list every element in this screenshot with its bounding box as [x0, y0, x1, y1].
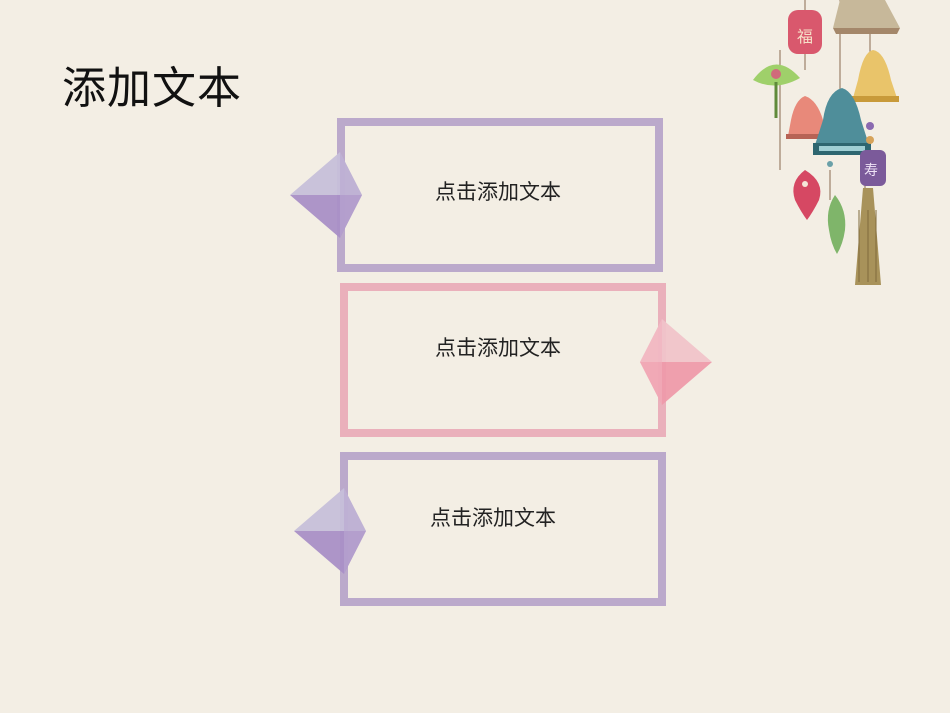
text-box-3[interactable]: 点击添加文本: [340, 452, 666, 606]
text-box-1-label[interactable]: 点击添加文本: [435, 180, 561, 204]
text-box-3-label[interactable]: 点击添加文本: [430, 506, 556, 530]
slide-title[interactable]: 添加文本: [62, 63, 242, 114]
arrow-right-diamond-icon: [640, 319, 712, 405]
arrow-left-diamond-icon: [294, 488, 366, 574]
text-box-2-label[interactable]: 点击添加文本: [435, 336, 561, 360]
svg-text:福: 福: [797, 27, 813, 46]
svg-text:寿: 寿: [864, 162, 878, 179]
text-box-2[interactable]: 点击添加文本: [340, 283, 666, 437]
arrow-left-diamond-icon: [290, 152, 362, 238]
text-box-1[interactable]: 点击添加文本: [337, 118, 663, 272]
wind-chimes-icon: 福 寿: [753, 0, 900, 285]
